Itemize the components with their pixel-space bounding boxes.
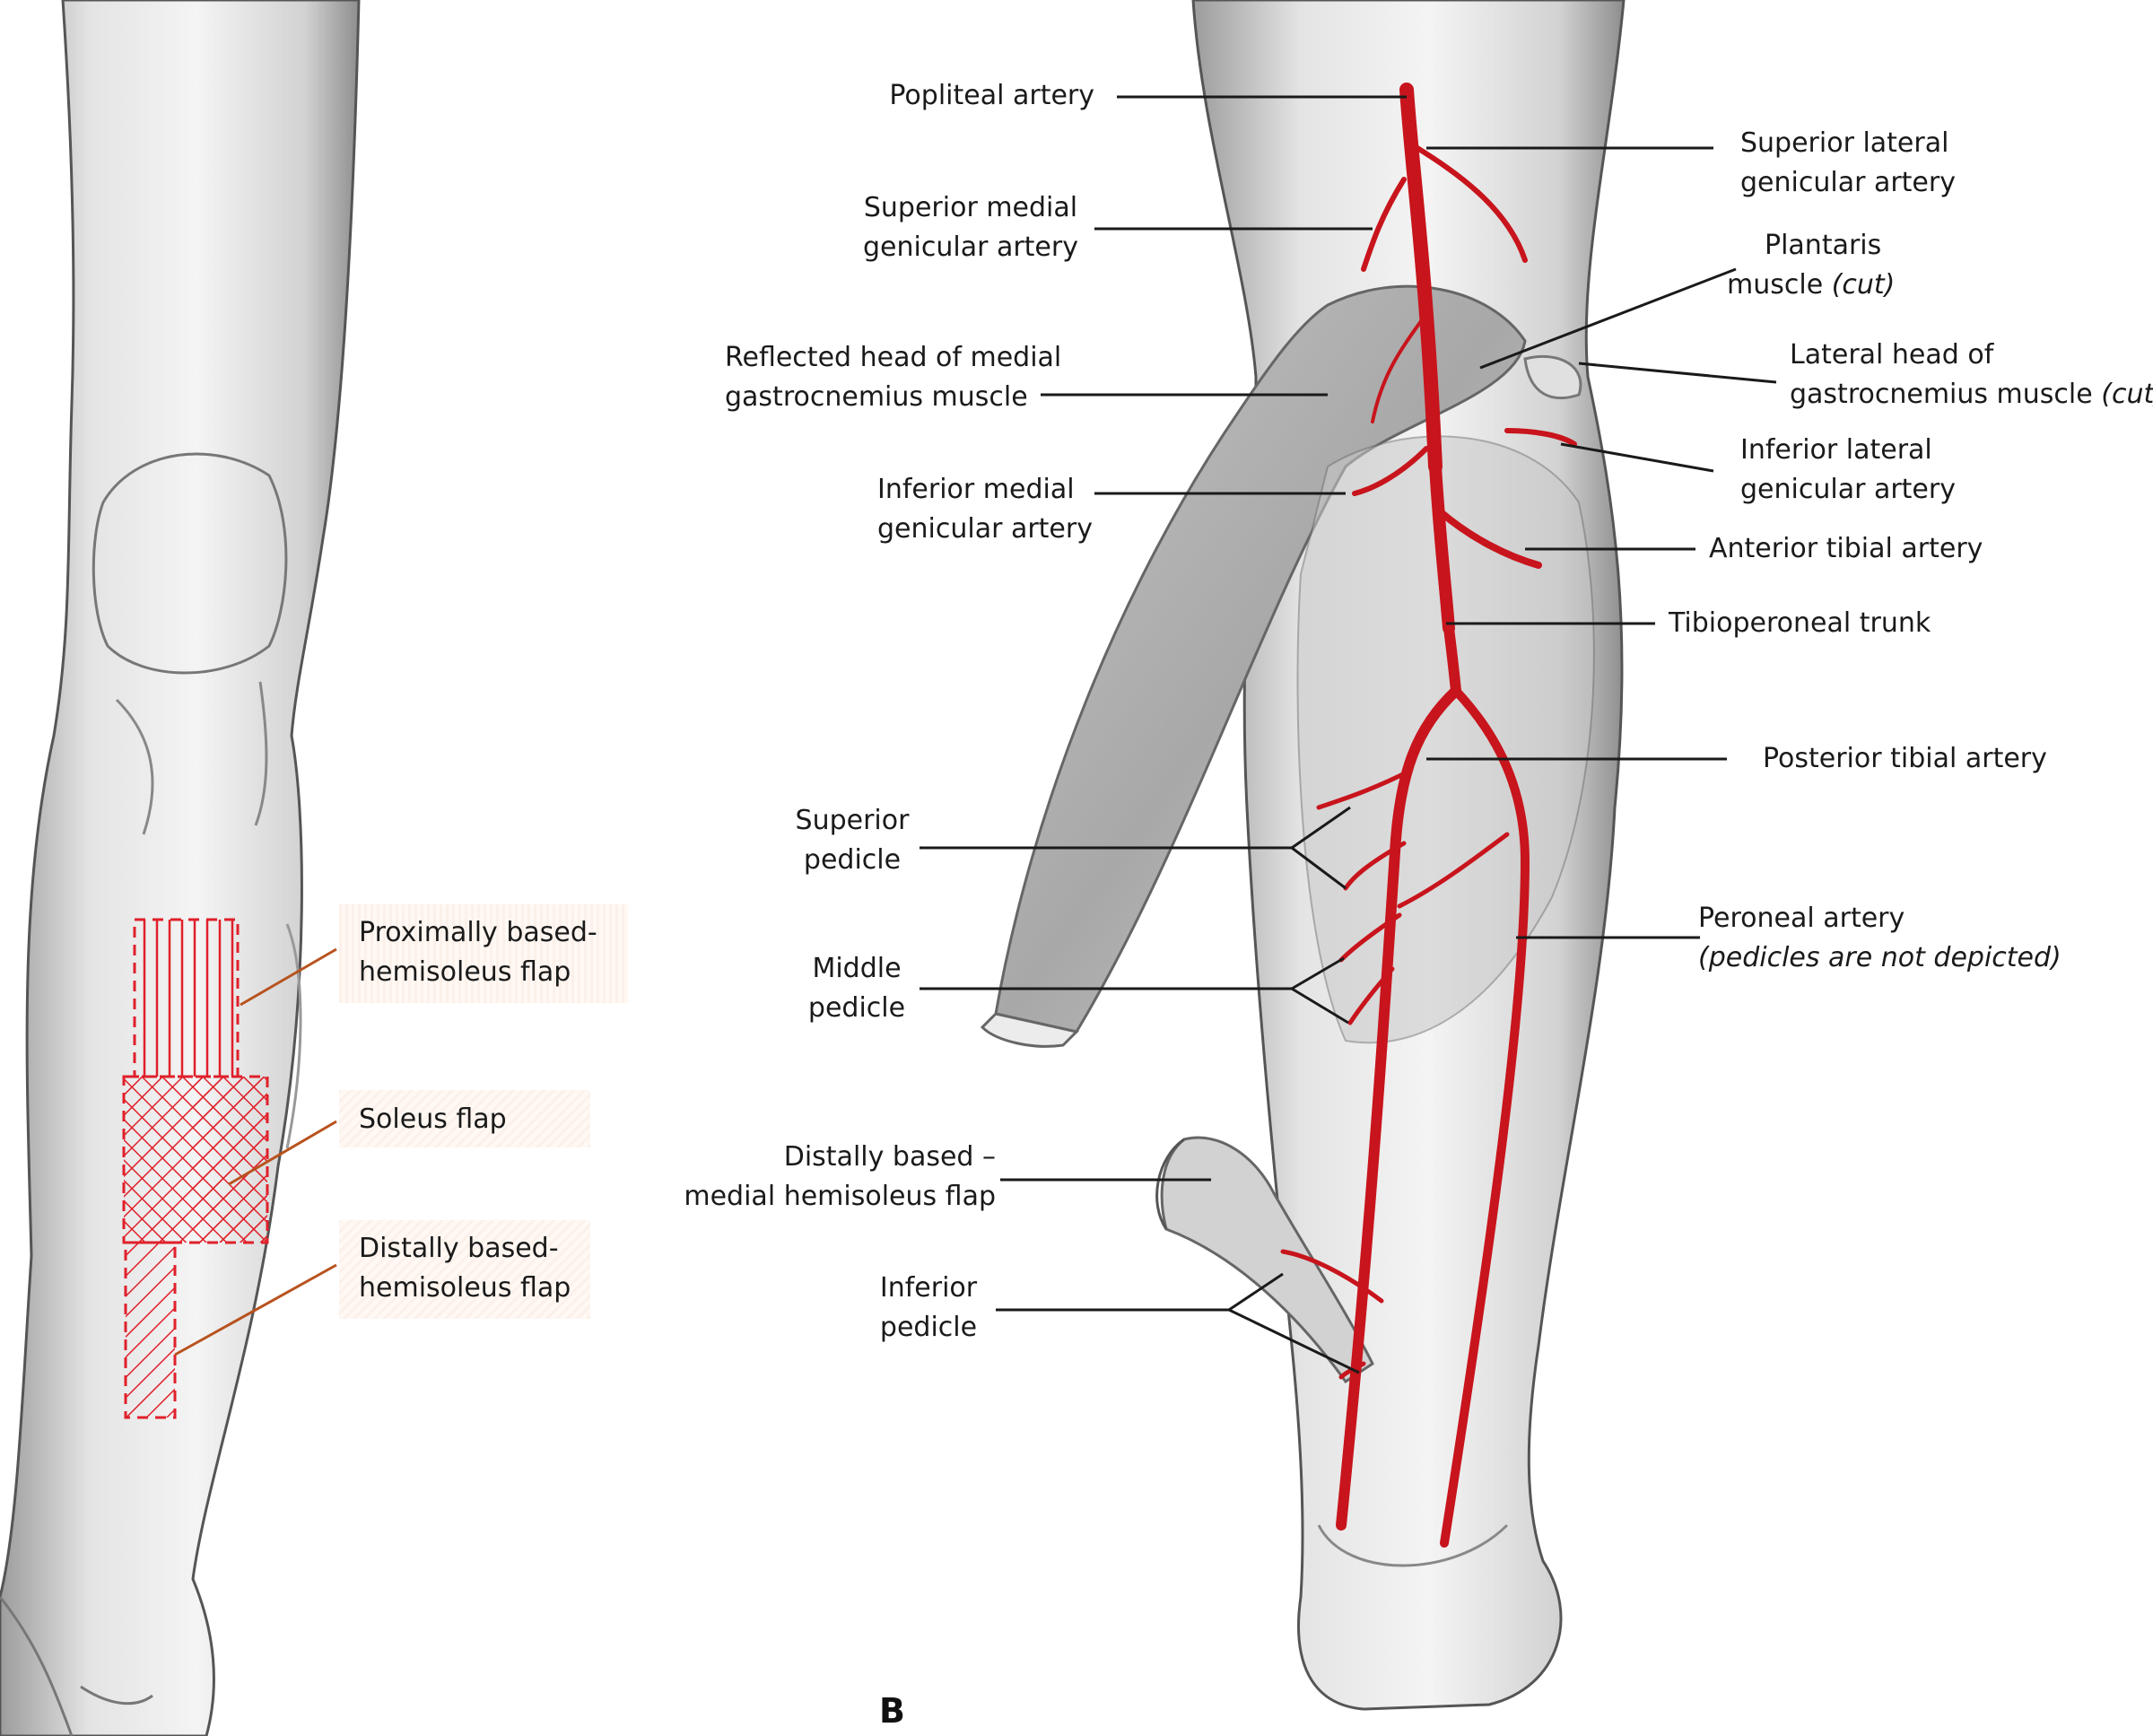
label-lateral-head-gastrocnemius: Lateral head of gastrocnemius muscle (cu… [1790, 339, 2153, 410]
label-proximally-based-hemisoleus: Proximally based-hemisoleus flap [359, 917, 597, 988]
label-soleus-flap: Soleus flap [359, 1104, 507, 1135]
label-plantaris-muscle: Plantaris muscle (cut) [1727, 230, 1896, 301]
label-popliteal-artery: Popliteal artery [889, 80, 1094, 111]
panel-label: B [879, 1691, 905, 1731]
label-distally-based-medial-hemisoleus: Distally based –medial hemisoleus flap [684, 1141, 996, 1212]
leader-lines [920, 95, 1777, 1374]
left-leg [0, 0, 361, 1736]
label-peroneal-artery: Peroneal artery(pedicles are not depicte… [1698, 903, 2061, 973]
label-posterior-tibial-artery: Posterior tibial artery [1763, 743, 2047, 774]
label-anterior-tibial-artery: Anterior tibial artery [1709, 533, 1983, 564]
label-distally-based-hemisoleus: Distally based-hemisoleus flap [359, 1233, 571, 1304]
distal-flap-box [339, 1220, 590, 1319]
prox-flap-box [339, 904, 628, 1003]
flap-leader-lines [174, 947, 337, 1357]
label-tibioperoneal-trunk: Tibioperoneal trunk [1669, 607, 1931, 639]
right-leg [980, 0, 1626, 1711]
soleus-flap-box [339, 1090, 590, 1147]
